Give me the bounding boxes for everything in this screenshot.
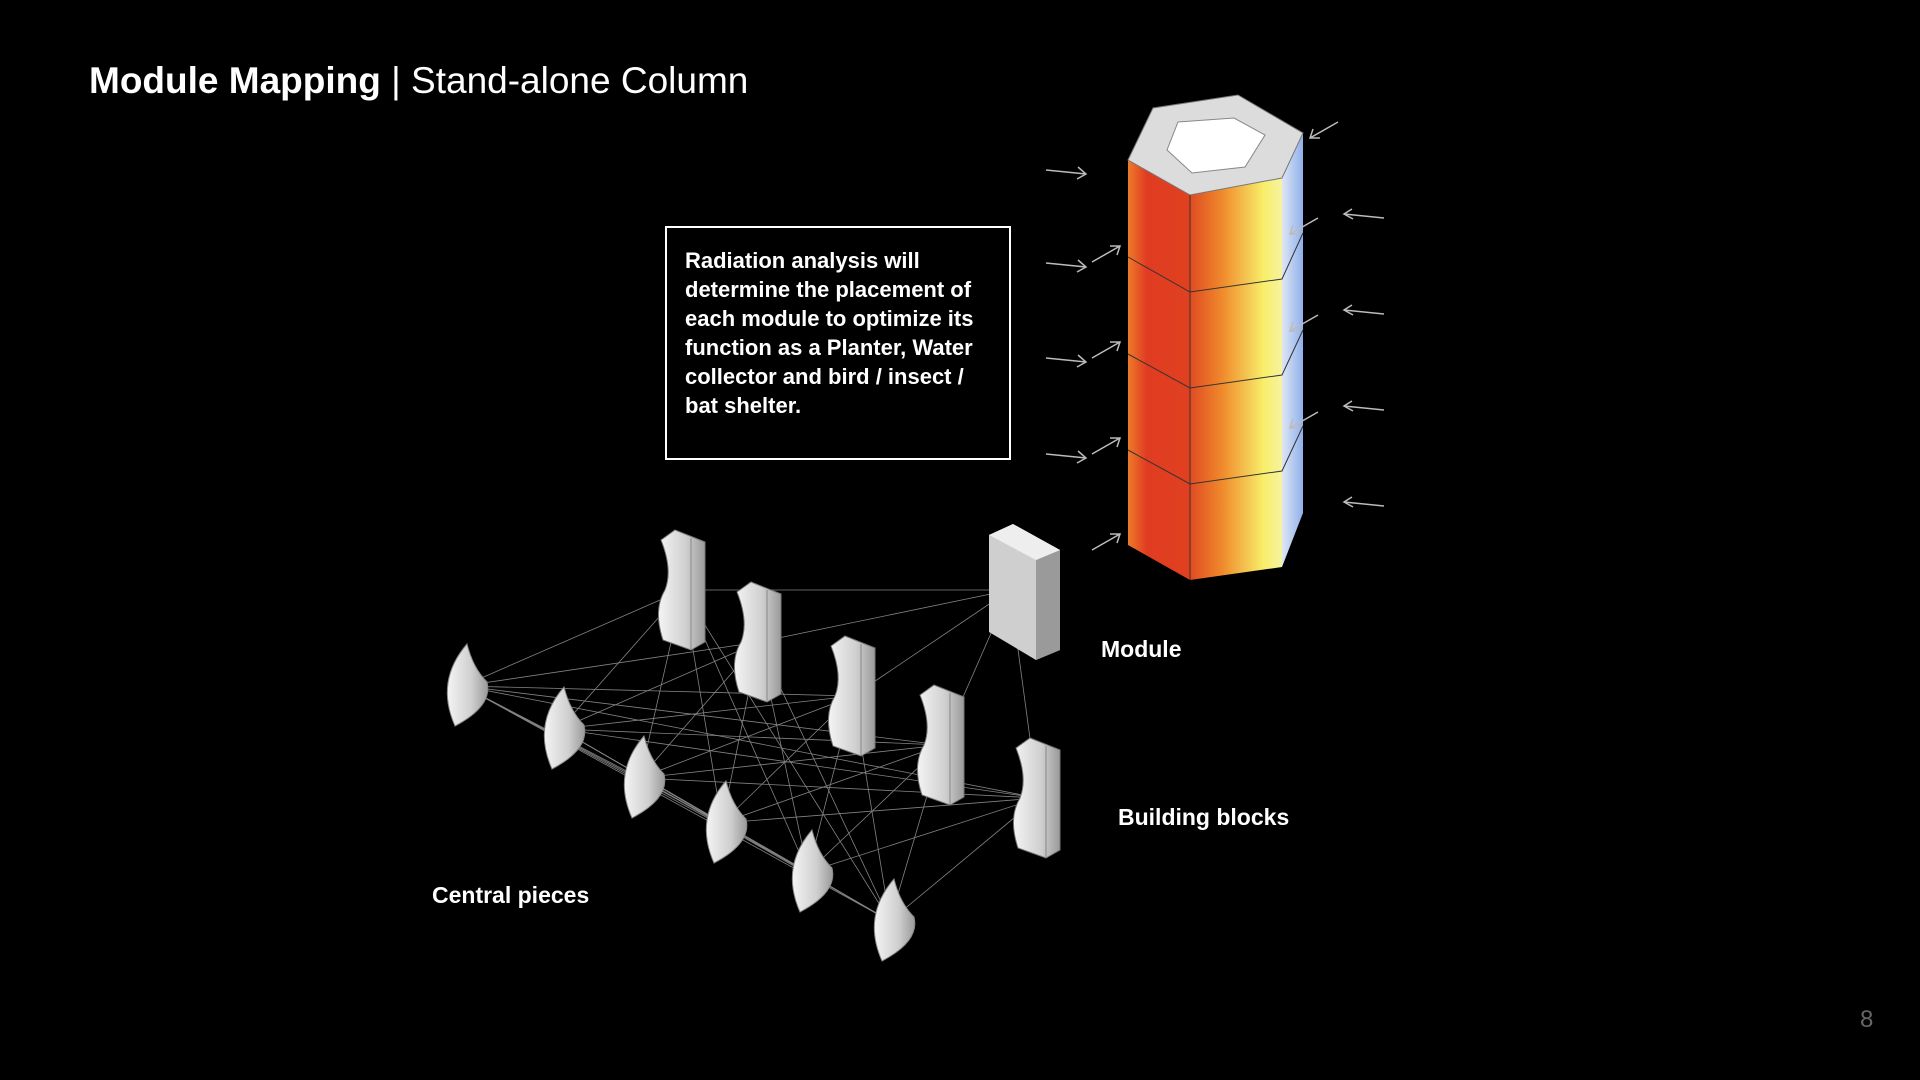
central-piece	[705, 779, 748, 864]
central-piece	[623, 734, 666, 819]
radiation-column	[1127, 94, 1304, 580]
sun-ray-arrows	[1045, 121, 1385, 551]
title-sub: Stand-alone Column	[411, 60, 749, 101]
module-shape	[989, 524, 1060, 660]
network-line	[639, 695, 854, 779]
building-block	[828, 635, 876, 757]
central-piece	[446, 642, 489, 727]
network-line	[721, 744, 943, 824]
network-line	[758, 589, 1011, 643]
network-line	[639, 744, 943, 779]
title-main: Module Mapping	[89, 60, 381, 101]
slide-title: Module Mapping | Stand-alone Column	[89, 60, 748, 102]
central-piece	[791, 828, 834, 913]
network-line	[559, 695, 854, 730]
network-line	[462, 641, 760, 687]
network-line	[462, 685, 854, 697]
network-line	[682, 589, 891, 922]
network-line	[639, 777, 891, 922]
building-block	[734, 581, 782, 703]
network-line	[559, 728, 943, 746]
central-piece	[543, 685, 586, 770]
building-block	[658, 529, 706, 651]
central-piece	[873, 877, 916, 962]
central-pieces	[446, 642, 916, 962]
network-line	[807, 797, 1039, 873]
network-line	[462, 589, 684, 687]
title-separator: |	[380, 60, 412, 101]
building-block	[917, 684, 965, 806]
info-box: Radiation analysis will determine the pl…	[665, 226, 1011, 460]
network-line	[639, 777, 1039, 799]
network-line	[559, 641, 760, 730]
network-line	[721, 797, 1039, 824]
label-module: Module	[1101, 636, 1182, 662]
label-central-pieces: Central pieces	[432, 882, 590, 908]
network-line	[852, 589, 1011, 697]
label-building-blocks: Building blocks	[1118, 804, 1290, 830]
page-number: 8	[1860, 1006, 1874, 1033]
building-blocks	[658, 529, 1061, 859]
building-block	[1013, 737, 1061, 859]
